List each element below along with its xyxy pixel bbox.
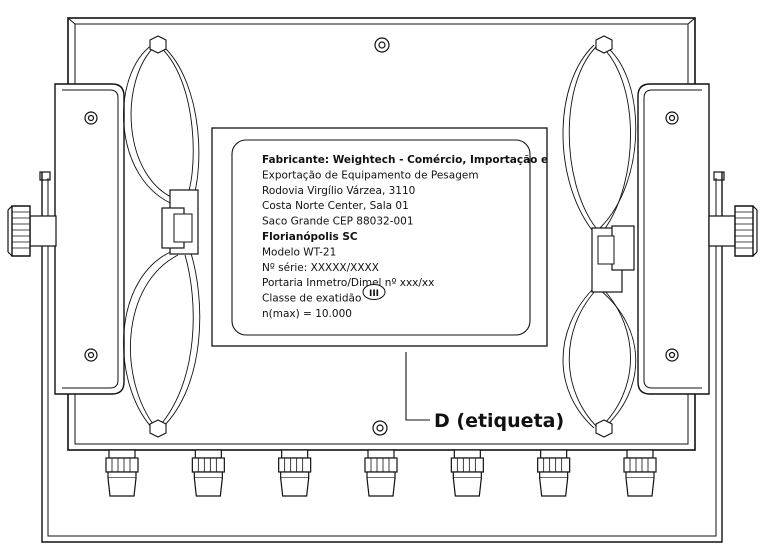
cable-gland [278, 449, 312, 497]
callout-label: D (etiqueta) [434, 410, 564, 432]
accuracy-class-symbol: III [369, 289, 379, 299]
cable-gland [191, 449, 225, 497]
left-seal-wire [123, 35, 201, 438]
label-plate: Fabricante: Weightech - Comércio, Import… [211, 127, 548, 347]
right-side-bracket [637, 83, 710, 395]
cable-glands [105, 449, 657, 497]
mounting-bracket [39, 171, 725, 543]
label-plate-line: Rodovia Virgílio Várzea, 3110 [262, 185, 415, 197]
bottom-screw [372, 420, 388, 436]
right-seal-wire [562, 35, 637, 438]
cable-gland [537, 449, 571, 497]
label-plate-line: Classe de exatidão [262, 293, 361, 305]
cable-gland [105, 449, 139, 497]
top-screw [374, 37, 390, 53]
left-side-bracket [54, 83, 125, 395]
cable-gland [450, 449, 484, 497]
cable-gland [623, 449, 657, 497]
left-knob [7, 205, 57, 257]
label-plate-line: Exportação de Equipamento de Pesagem [262, 169, 479, 181]
label-plate-line: Fabricante: Weightech - Comércio, Import… [262, 154, 548, 166]
right-knob [708, 205, 758, 257]
label-plate-line: Portaria Inmetro/Dimel nº xxx/xx [262, 277, 434, 289]
label-plate-line: Nº série: XXXXX/XXXX [262, 262, 379, 274]
label-plate-line: Saco Grande CEP 88032-001 [262, 216, 414, 228]
label-plate-line: Costa Norte Center, Sala 01 [262, 200, 409, 212]
label-plate-line: Modelo WT-21 [262, 246, 336, 258]
label-plate-line: n(max) = 10.000 [262, 308, 352, 320]
label-plate-line: Florianópolis SC [262, 231, 358, 243]
cable-gland [364, 449, 398, 497]
callout-leader [405, 352, 430, 421]
